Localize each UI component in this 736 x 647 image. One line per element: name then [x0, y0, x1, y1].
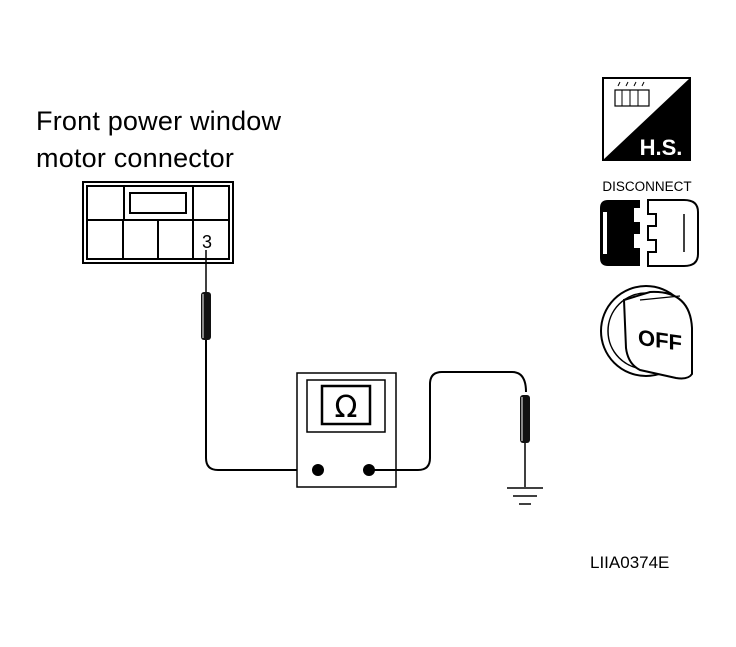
motor-connector: 3	[82, 181, 234, 264]
ohmmeter: Ω	[296, 372, 397, 488]
title-line-1: Front power window	[36, 106, 282, 136]
disconnect-label: DISCONNECT	[602, 179, 691, 194]
hs-badge-label: H.S.	[640, 135, 683, 160]
disconnect-icon	[600, 199, 699, 267]
probe-left	[201, 250, 211, 340]
title-line-2: motor connector	[36, 143, 235, 173]
figure-code: LIIA0374E	[590, 553, 670, 572]
probe-right	[520, 395, 530, 487]
ignition-off-icon: OFF	[600, 285, 693, 380]
meter-terminal-left	[312, 464, 324, 476]
ohm-symbol: Ω	[335, 390, 358, 425]
wire-left	[205, 340, 318, 471]
terminal-label: 3	[202, 232, 212, 252]
harness-side-icon: H.S.	[602, 77, 691, 161]
wire-right	[369, 371, 527, 471]
off-label: OFF	[638, 325, 682, 356]
ground-icon	[507, 487, 543, 505]
